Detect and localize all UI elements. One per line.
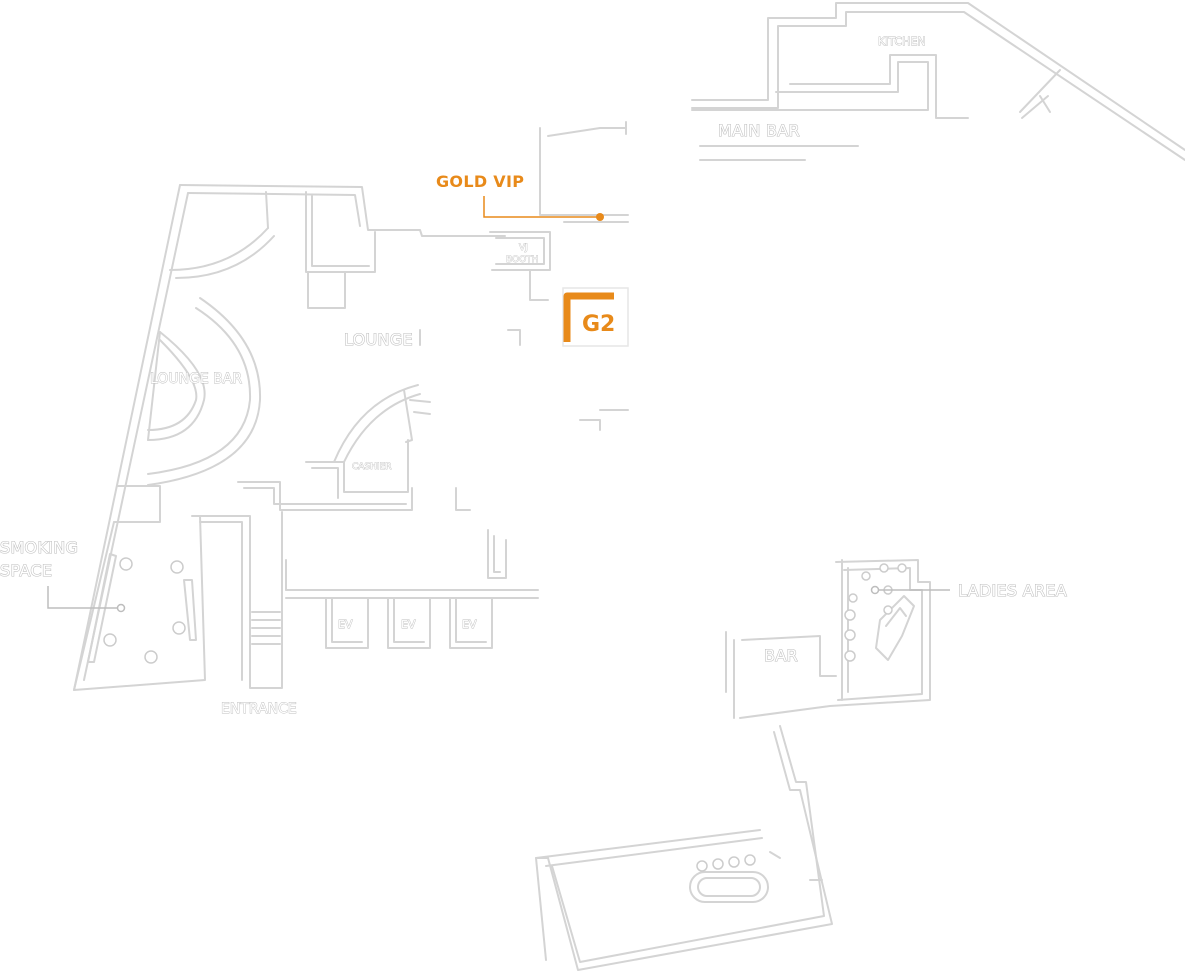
ladies-area[interactable] (725, 559, 931, 719)
kitchen-area[interactable] (691, 2, 1185, 161)
vj-booth-label-line1: VJ (519, 243, 528, 253)
bar-label: BAR (764, 646, 798, 665)
smoking-space[interactable] (73, 511, 283, 691)
elevator-bank (285, 559, 539, 599)
lounge-center-walls (419, 329, 629, 579)
cashier-area[interactable] (305, 384, 431, 499)
elevator-1-label: EV (338, 618, 353, 631)
smoking-space-leader (47, 586, 120, 609)
vj-booth-label-line2: BOOTH (506, 255, 538, 265)
lower-terrace[interactable] (535, 725, 833, 971)
gold-vip-leader (483, 196, 600, 218)
g2-label: G2 (582, 312, 615, 337)
ladies-area-label: LADIES AREA (958, 581, 1067, 600)
ladies-area-marker (870, 585, 880, 595)
smoking-space-marker (116, 603, 126, 613)
smoking-space-label-line1: SMOKING (0, 538, 78, 557)
elevator-3[interactable] (449, 597, 493, 649)
main-bar-area[interactable] (539, 121, 859, 223)
elevator-2[interactable] (387, 597, 431, 649)
smoking-space-label-line2: SPACE (0, 561, 52, 580)
vj-booth[interactable] (489, 231, 551, 301)
lounge-area[interactable] (73, 184, 506, 691)
lounge-label: LOUNGE (344, 330, 413, 349)
g2-area[interactable]: G2 (562, 287, 629, 347)
main-bar-label: MAIN BAR (718, 121, 800, 140)
elevator-3-label: EV (462, 618, 477, 631)
cashier-label: CASHIER (352, 462, 392, 472)
entrance-label[interactable]: ENTRANCE (221, 701, 298, 718)
kitchen-label: KITCHEN (878, 35, 926, 48)
lounge-bar-label: LOUNGE BAR (150, 371, 242, 387)
elevator-2-label: EV (401, 618, 416, 631)
gold-vip-marker[interactable] (596, 213, 604, 221)
gold-vip-label[interactable]: GOLD VIP (436, 172, 524, 191)
elevator-1[interactable] (325, 597, 369, 649)
